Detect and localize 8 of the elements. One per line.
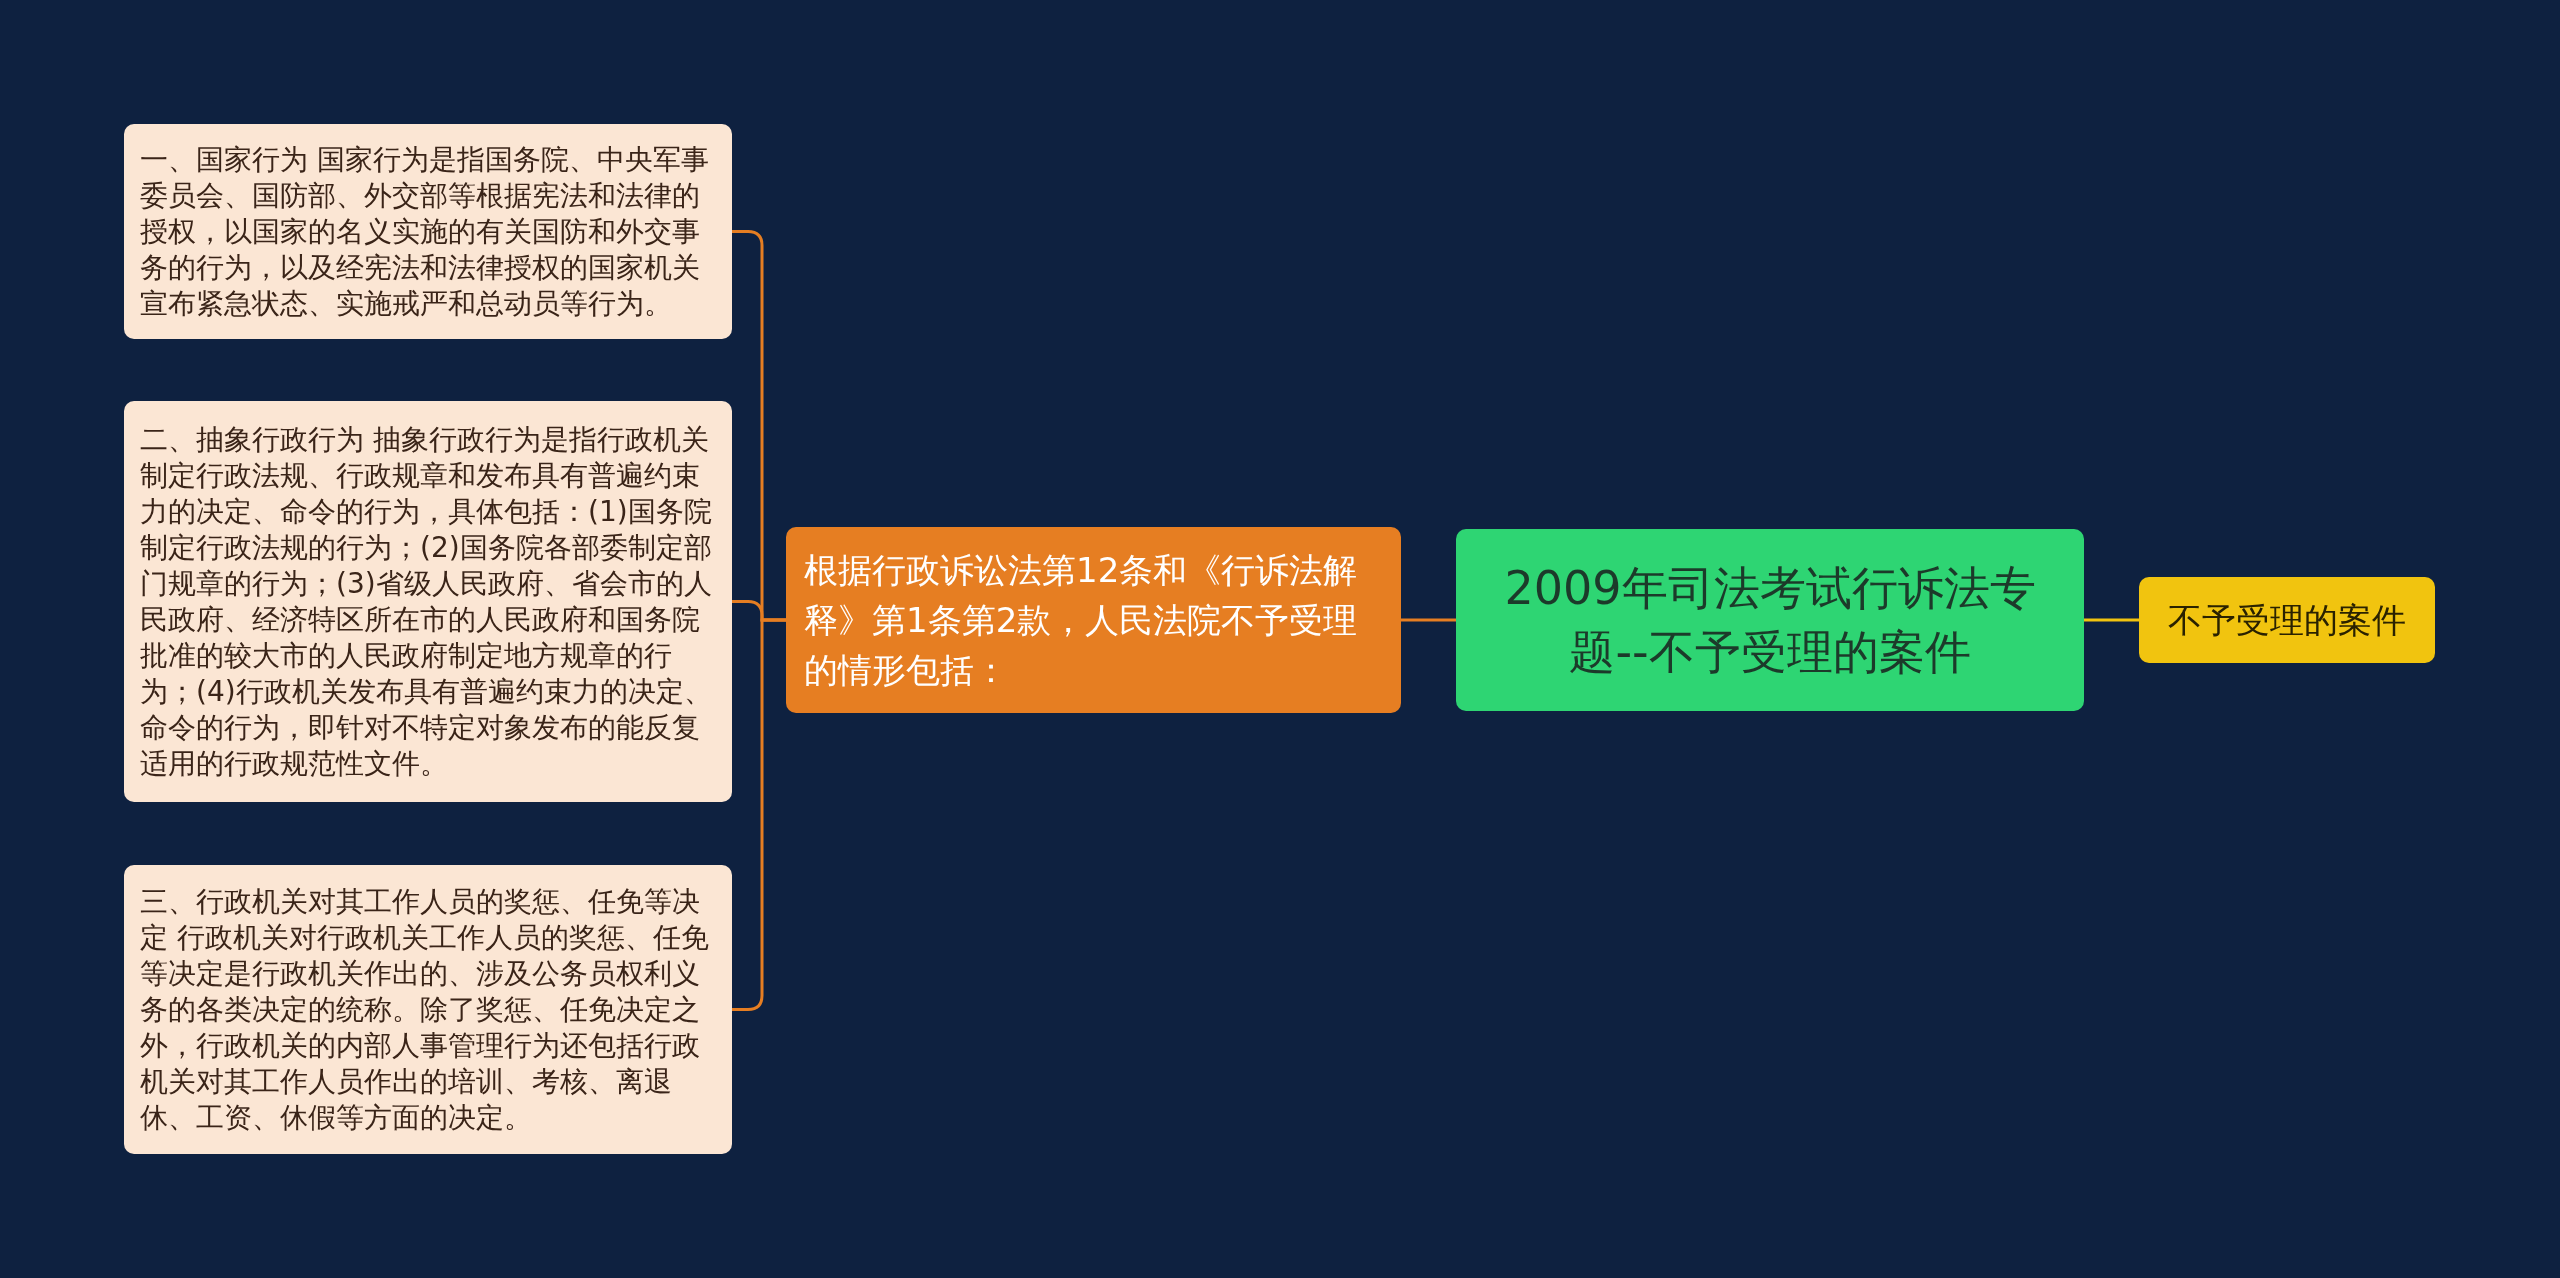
connector-line [2084, 618, 2139, 622]
label-box: 不予受理的案件 [2139, 577, 2435, 663]
topic-box: 2009年司法考试行诉法专题--不予受理的案件 [1456, 529, 2084, 711]
leaf-box: 三、行政机关对其工作人员的奖惩、任免等决定 行政机关对行政机关工作人员的奖惩、任免等决定是行政机关作出的、涉及公务员权利义务的各类决定的统称。除了奖惩、任免决定之外，行政机关的内部人事管理行为还包括行政机关对其工作人员作出的培训、考核、离退休、工资、休假等方面的决定。 [124, 865, 732, 1154]
leaf-box: 二、抽象行政行为 抽象行政行为是指行政机关制定行政法规、行政规章和发布具有普遍约束力的决定、命令的行为，具体包括：(1)国务院制定行政法规的行为；(2)国务院各部委制定部门规章的行为；(3)省级人民政府、省会市的人民政府、经济特区所在市的人民政府和国务院批准的较大市的人民政府制定地方规章的行为；(4)行政机关发布具有普遍约束力的决定、命令的行为，即针对不特定对象发布的能反复适用的行政规范性文件。 [124, 401, 732, 802]
connector-line [1401, 618, 1456, 622]
leaf-box: 一、国家行为 国家行为是指国务院、中央军事委员会、国防部、外交部等根据宪法和法律的授权，以国家的名义实施的有关国防和外交事务的行为，以及经宪法和法律授权的国家机关宣布紧急状态、实施戒严和总动员等行为。 [124, 124, 732, 339]
branch-box: 根据行政诉讼法第12条和《行诉法解释》第1条第2款，人民法院不予受理的情形包括： [786, 527, 1401, 713]
